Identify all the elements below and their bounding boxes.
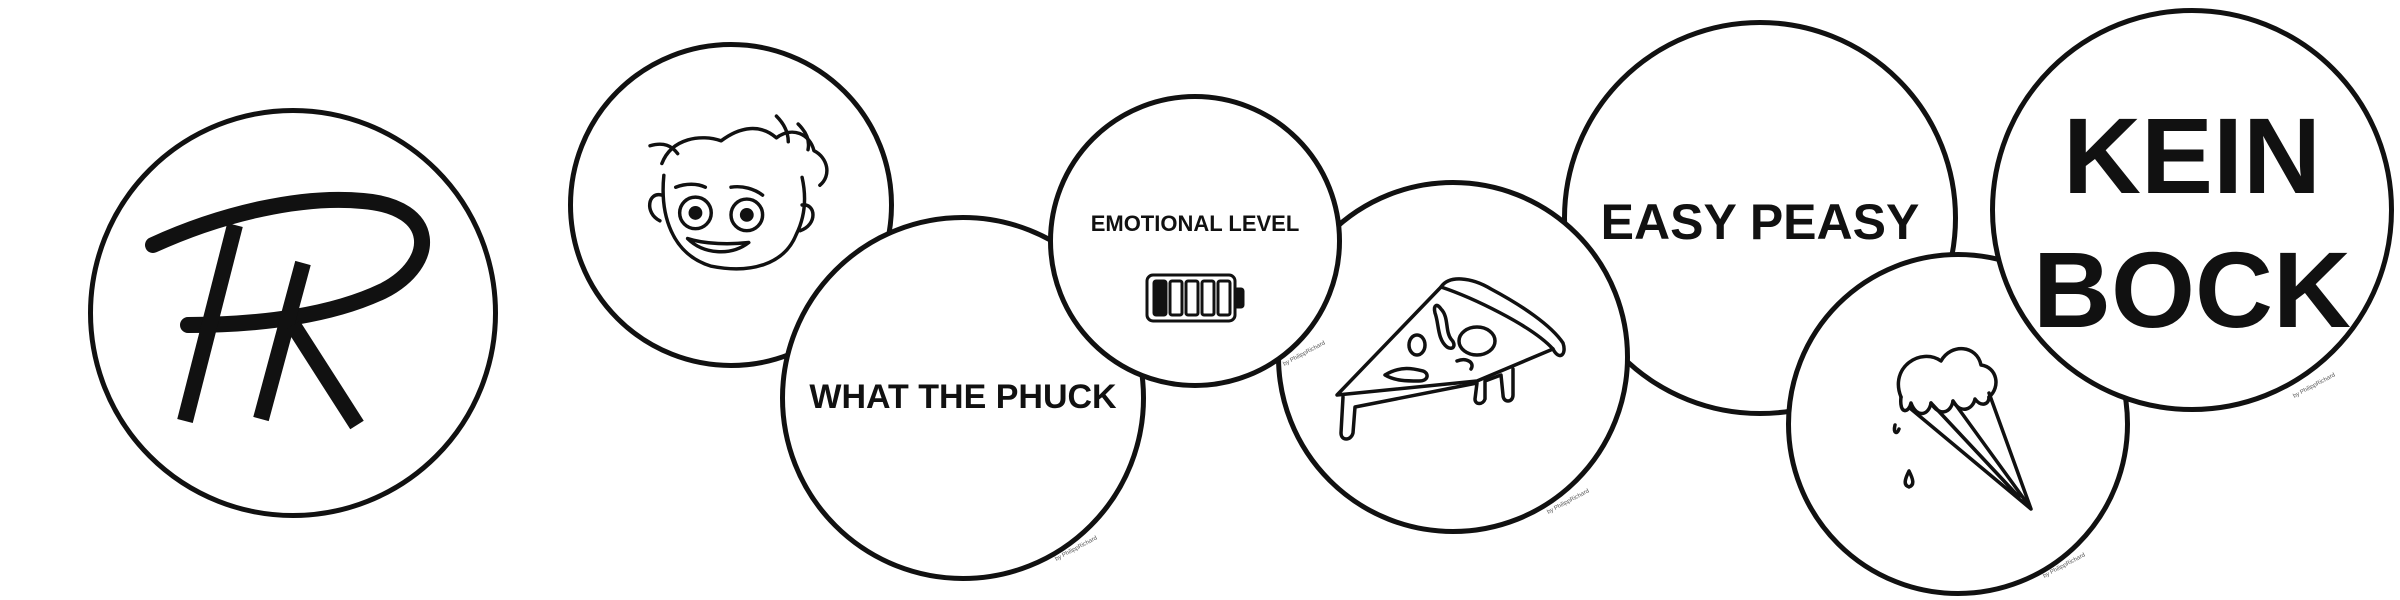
cartoon-face-badge bbox=[568, 42, 894, 368]
credit-text: by PhilippRichard bbox=[2292, 372, 2337, 400]
battery-low-icon bbox=[1145, 273, 1245, 323]
badge-text-line2: BOCK bbox=[2033, 229, 2351, 350]
credit-text: by PhilippRichard bbox=[1054, 535, 1099, 563]
melting-ice-cream-icon bbox=[1892, 346, 2033, 511]
badge-text: WHAT THE PHUCK bbox=[809, 378, 1117, 416]
hk-monogram-icon bbox=[145, 191, 430, 430]
badge-text: EMOTIONAL LEVEL bbox=[1090, 211, 1300, 236]
kein-bock-badge: KEIN BOCK by PhilippRichard bbox=[1990, 8, 2394, 412]
badge-text: EASY PEASY bbox=[1600, 194, 1920, 250]
badge-text-line1: KEIN bbox=[2062, 95, 2322, 216]
pizza-slice-icon bbox=[1335, 277, 1566, 441]
hk-logo-badge bbox=[88, 108, 498, 518]
cartoon-face-icon bbox=[648, 114, 829, 271]
emotional-level-badge: EMOTIONAL LEVEL by PhilippRichard bbox=[1048, 94, 1342, 388]
